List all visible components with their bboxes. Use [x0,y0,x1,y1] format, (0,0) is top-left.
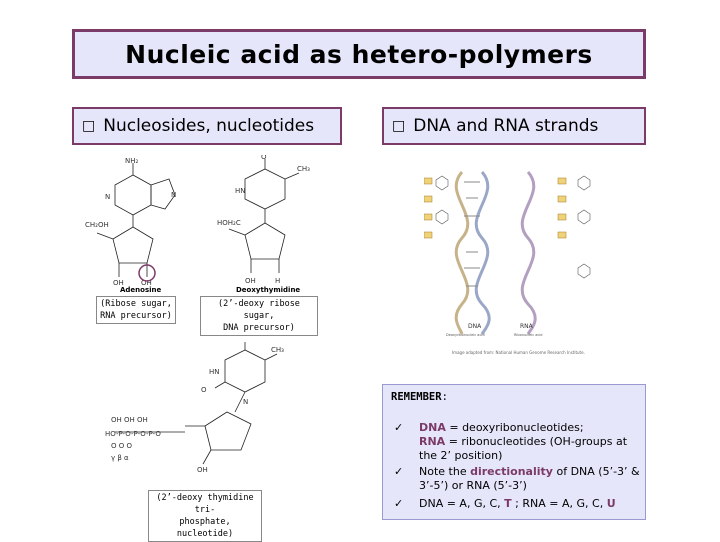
rna-strand [520,170,537,335]
dna-helix [454,170,491,335]
svg-text:N: N [171,191,176,199]
caption-line: (Ribose sugar, [100,299,172,309]
dna-term: DNA [419,421,446,434]
bullet-icon: □ [392,118,406,134]
svg-text:OH: OH [113,279,124,287]
deoxythymidine-label: Deoxythymidine [236,286,301,294]
deoxyribose-caption: (2’-deoxy ribose sugar, DNA precursor) [200,296,318,336]
nucleoside-structures: NH₂ N N CH₂OH OH OH O CH₃ HN HOH₂C OH H [85,155,310,287]
dna-sub-label: Deoxyribonucleic acid [446,333,485,337]
item3-mid: ; RNA = A, G, C, [511,497,607,510]
image-credit: Image adapted from: National Human Genom… [452,350,585,355]
svg-text:CH₃: CH₃ [271,346,284,354]
dna-rna-figure: DNA RNA Deoxyribonucleic acid Ribonuclei… [424,170,591,337]
item3-pre: DNA = A, G, C, [419,497,505,510]
remember-title-colon: : [441,391,448,403]
svg-text:O: O [261,155,267,161]
remember-title-text: REMEMBER [391,391,442,403]
check-icon: ✓ [394,497,404,510]
rna-term: RNA [419,435,446,448]
svg-text:N: N [105,193,110,201]
remember-title: REMEMBER: [391,391,448,403]
directionality-term: directionality [470,465,553,478]
dna-label: DNA [468,323,482,330]
svg-text:CH₃: CH₃ [297,165,310,173]
svg-text:OH: OH [245,277,256,285]
dna-definition-text: = deoxyribonucleotides; [445,421,584,434]
item2-pre: Note the [419,465,471,478]
header-strands-text: DNA and RNA strands [413,116,599,136]
header-strands: □ DNA and RNA strands [382,107,646,145]
uracil-letter: U [606,497,616,510]
svg-text:HN: HN [235,187,246,195]
rna-definition-text: = ribonucleotides (OH-groups at the 2’ p… [419,435,628,462]
header-nucleosides: □ Nucleosides, nucleotides [72,107,342,145]
slide-title: Nucleic acid as hetero-polymers [125,39,593,69]
svg-text:O: O [201,386,207,394]
check-icon: ✓ [394,465,404,478]
remember-item-1: DNA = deoxyribonucleotides; RNA = ribonu… [419,421,641,463]
rna-definition: RNA = ribonucleotides (OH-groups at the … [419,435,641,463]
svg-text:CH₂OH: CH₂OH [85,221,109,229]
caption-line: (2’-deoxy thymidine tri- [156,493,254,515]
svg-text:HO-P-O-P-O-P-O: HO-P-O-P-O-P-O [105,430,161,438]
remember-box: REMEMBER: ✓ DNA = deoxyribonucleotides; … [382,384,646,520]
rna-label: RNA [520,323,534,330]
svg-text:H: H [275,277,280,285]
remember-item-3: DNA = A, G, C, T ; RNA = A, G, C, U [419,497,641,511]
header-nucleosides-text: Nucleosides, nucleotides [103,116,315,136]
nucleotide-structure: O CH₃ HN O N OH OH OH HO-P-O-P-O-P-O O O O γ … [105,340,284,474]
svg-text:O O O: O O O [111,442,132,450]
svg-text:OH: OH [141,279,152,287]
svg-text:OH OH OH: OH OH OH [111,416,148,424]
remember-item-2: Note the directionality of DNA (5’-3’ & … [419,465,641,493]
svg-text:NH₂: NH₂ [125,157,139,165]
caption-line: DNA precursor) [223,323,295,333]
nucleotide-caption: (2’-deoxy thymidine tri- phosphate, nucl… [148,490,262,542]
thymine-letter: T [504,497,512,510]
item2-post: of DNA (5’-3’ & 3’-5’) or RNA (5’-3’) [419,465,640,492]
ribose-caption: (Ribose sugar, RNA precursor) [96,296,176,324]
adenosine-label: Adenosine [120,286,162,294]
svg-text:N: N [243,398,248,406]
svg-text:γ β α: γ β α [111,454,129,462]
caption-line: (2’-deoxy ribose sugar, [218,299,300,321]
caption-line: phosphate, nucleotide) [176,517,234,539]
svg-text:HOH₂C: HOH₂C [217,219,241,227]
rna-sub-label: Ribonucleic acid [514,333,543,337]
dna-definition: DNA = deoxyribonucleotides; [419,421,641,435]
caption-line: RNA precursor) [100,311,172,321]
bullet-icon: □ [82,118,96,134]
check-icon: ✓ [394,421,404,434]
svg-text:O: O [241,340,247,342]
title-box: Nucleic acid as hetero-polymers [72,29,646,79]
svg-text:HN: HN [209,368,220,376]
svg-text:OH: OH [197,466,208,474]
